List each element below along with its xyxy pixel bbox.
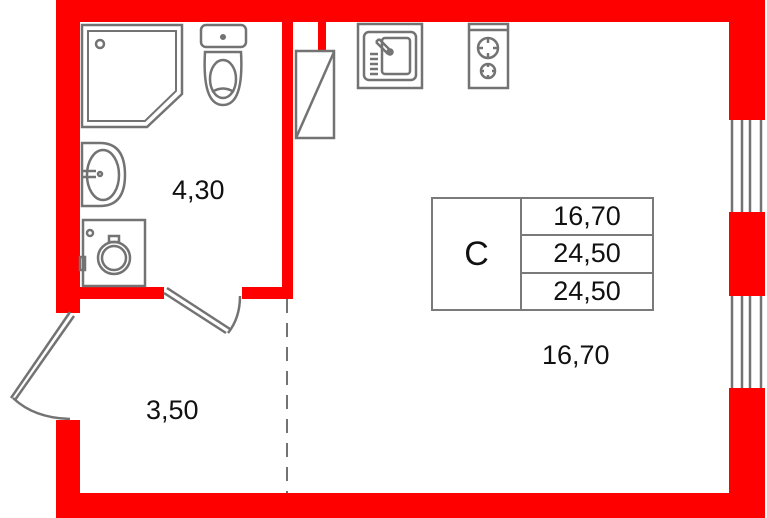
entry-door-icon [9, 311, 76, 421]
wall-bathroom-bottom-left [56, 287, 164, 299]
apartment-type: С [433, 199, 522, 309]
kitchen-sink-icon [356, 22, 424, 90]
window-lower [730, 296, 763, 388]
area-legend-table: С 16,70 24,50 24,50 [431, 197, 654, 311]
cooktop-icon [467, 22, 510, 90]
wall-left-upper [56, 0, 80, 313]
wall-top [56, 0, 765, 22]
wall-bottom [56, 493, 765, 518]
total-area-value: 24,50 [522, 236, 652, 274]
wall-right-bottom [729, 388, 765, 518]
wall-right-top [729, 0, 765, 120]
wall-bathroom-right [282, 0, 293, 299]
room-area-studio: 16,70 [542, 340, 610, 370]
wall-bathroom-bottom-right [242, 287, 293, 299]
wall-right-middle [729, 212, 765, 296]
toilet-icon [199, 23, 248, 107]
bathroom-door-icon [163, 286, 242, 335]
fridge-icon [294, 49, 336, 140]
room-area-hallway: 3,50 [146, 395, 199, 425]
total-area-with-balcony-value: 24,50 [553, 275, 621, 306]
wall-stub [318, 0, 326, 52]
walls [56, 0, 765, 518]
washing-machine-icon [78, 218, 147, 288]
shower-cabin-icon [80, 23, 184, 129]
room-area-bathroom: 4,30 [172, 175, 225, 205]
window-upper [730, 120, 763, 212]
washbasin-icon [80, 141, 127, 208]
living-area-value: 16,70 [522, 199, 652, 237]
